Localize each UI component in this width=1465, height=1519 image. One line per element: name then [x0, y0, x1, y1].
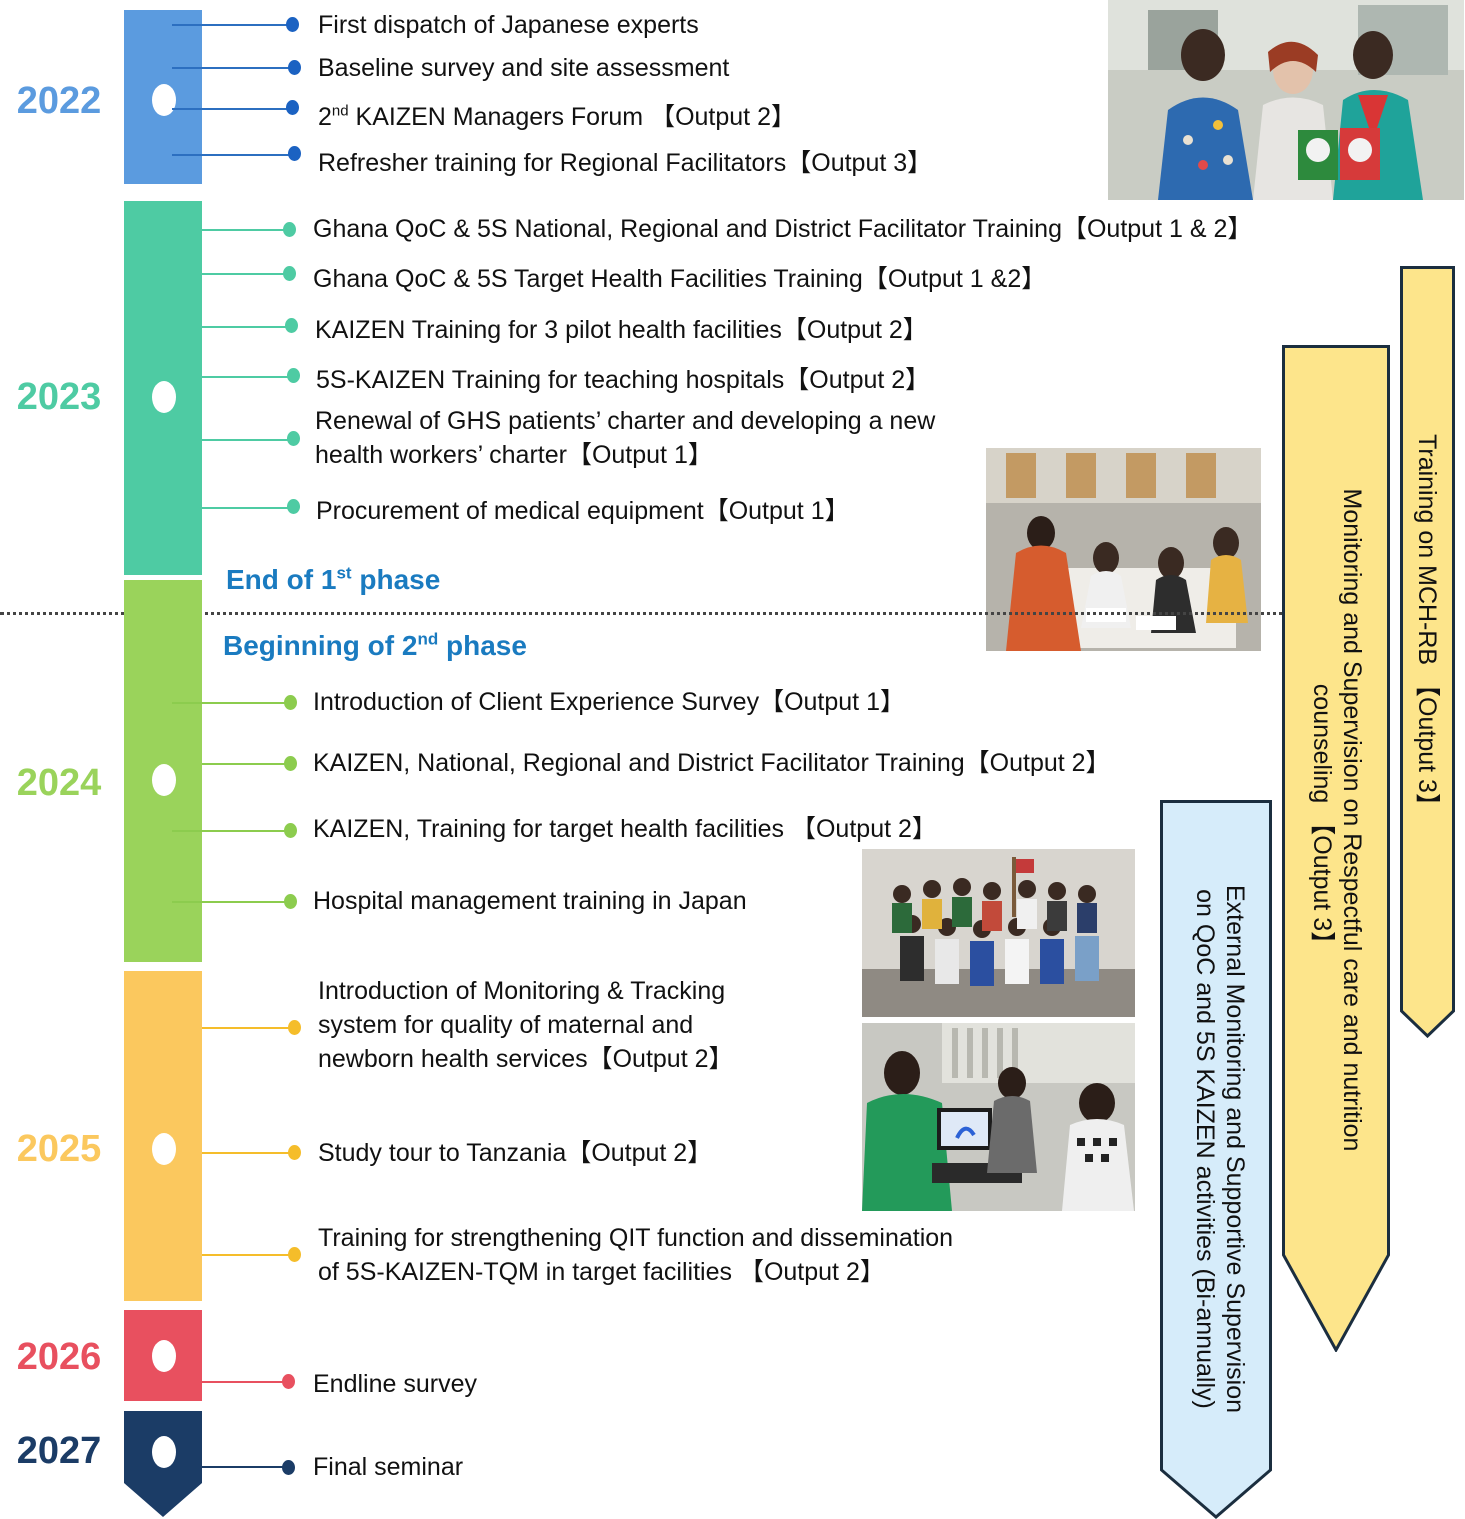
event-dot: [284, 823, 297, 838]
event-item: 5S-KAIZEN Training for teaching hospital…: [316, 366, 931, 394]
connector: [172, 1381, 286, 1383]
year-marker-2027: [152, 1436, 176, 1468]
event-dot: [288, 1020, 301, 1035]
event-item: Final seminar: [313, 1453, 464, 1481]
connector: [172, 67, 294, 69]
event-dot: [283, 266, 296, 281]
event-dot: [286, 17, 299, 32]
event-dot: [283, 222, 296, 237]
event-item: KAIZEN, Training for target health facil…: [313, 815, 937, 843]
event-item: Hospital management training in Japan: [313, 887, 747, 915]
photo-training-session: [986, 448, 1261, 651]
year-label-2023: 2023: [16, 376, 102, 418]
connector: [202, 326, 288, 328]
tag-text: Monitoring and Supervision on Respectful…: [1308, 488, 1366, 1152]
connector: [202, 229, 286, 231]
year-marker-2025: [152, 1133, 176, 1165]
connector: [202, 507, 290, 509]
photo-monitoring-system: [862, 1023, 1135, 1211]
event-item: Refresher training for Regional Facilita…: [318, 149, 933, 177]
event-item: KAIZEN, National, Regional and District …: [313, 749, 1111, 777]
event-dot: [284, 695, 297, 710]
event-item: Ghana QoC & 5S National, Regional and Di…: [313, 215, 1253, 243]
event-item: Baseline survey and site assessment: [318, 54, 730, 82]
event-dot: [282, 1460, 295, 1475]
tag-text: Training on MCH-RB 【Output 3】: [1413, 434, 1441, 818]
year-marker-2022: [152, 84, 176, 116]
year-label-2027: 2027: [16, 1430, 102, 1472]
connector: [172, 1466, 286, 1468]
event-dot: [288, 1145, 301, 1160]
event-dot: [287, 431, 300, 446]
connector: [172, 154, 292, 156]
event-item: First dispatch of Japanese experts: [318, 11, 699, 39]
year-marker-2026: [152, 1340, 176, 1372]
event-dot: [285, 318, 298, 333]
event-dot: [288, 1247, 301, 1262]
connector: [172, 901, 288, 903]
event-item: Endline survey: [313, 1370, 477, 1398]
year-label-2022: 2022: [16, 80, 102, 122]
year-label-2025: 2025: [16, 1128, 102, 1170]
begin-phase-label: Beginning of 2nd phase: [223, 629, 527, 661]
event-dot: [282, 1374, 295, 1389]
year-marker-2024: [152, 764, 176, 796]
connector: [172, 702, 288, 704]
phase-divider: [0, 612, 1290, 615]
connector: [202, 273, 286, 275]
photo-handover: [1108, 0, 1464, 200]
end-phase-label: End of 1st phase: [226, 563, 441, 595]
connector: [202, 1254, 292, 1256]
connector: [202, 376, 290, 378]
event-dot: [286, 100, 299, 115]
tag-training-mch-rb: Training on MCH-RB 【Output 3】: [1400, 266, 1455, 1038]
event-dot: [288, 146, 301, 161]
event-dot: [287, 499, 300, 514]
event-dot: [288, 60, 301, 75]
event-item: Training for strengthening QIT function …: [318, 1224, 954, 1286]
event-dot: [287, 368, 300, 383]
event-item: Introduction of Client Experience Survey…: [313, 688, 905, 716]
year-marker-2023: [152, 381, 176, 413]
year-label-2026: 2026: [16, 1336, 102, 1378]
connector: [202, 1027, 292, 1029]
tag-text: External Monitoring and Supportive Super…: [1191, 884, 1249, 1414]
tag-external-monitoring: External Monitoring and Supportive Super…: [1160, 800, 1272, 1519]
connector: [172, 24, 292, 26]
connector: [202, 1152, 292, 1154]
event-item: 2nd KAIZEN Managers Forum 【Output 2】: [318, 102, 796, 131]
event-item: Procurement of medical equipment【Output …: [316, 497, 850, 525]
event-item: KAIZEN Training for 3 pilot health facil…: [315, 316, 928, 344]
event-item: Renewal of GHS patients’ charter and dev…: [315, 407, 936, 469]
year-label-2024: 2024: [16, 762, 102, 804]
connector: [202, 763, 288, 765]
photo-group-japan: [862, 849, 1135, 1017]
connector: [172, 830, 288, 832]
connector: [172, 108, 290, 110]
event-dot: [284, 894, 297, 909]
event-item: Ghana QoC & 5S Target Health Facilities …: [313, 265, 1047, 293]
tag-monitoring-respectful-care: Monitoring and Supervision on Respectful…: [1282, 345, 1390, 1352]
event-dot: [284, 756, 297, 771]
connector: [202, 439, 290, 441]
event-item: Study tour to Tanzania【Output 2】: [318, 1139, 713, 1167]
